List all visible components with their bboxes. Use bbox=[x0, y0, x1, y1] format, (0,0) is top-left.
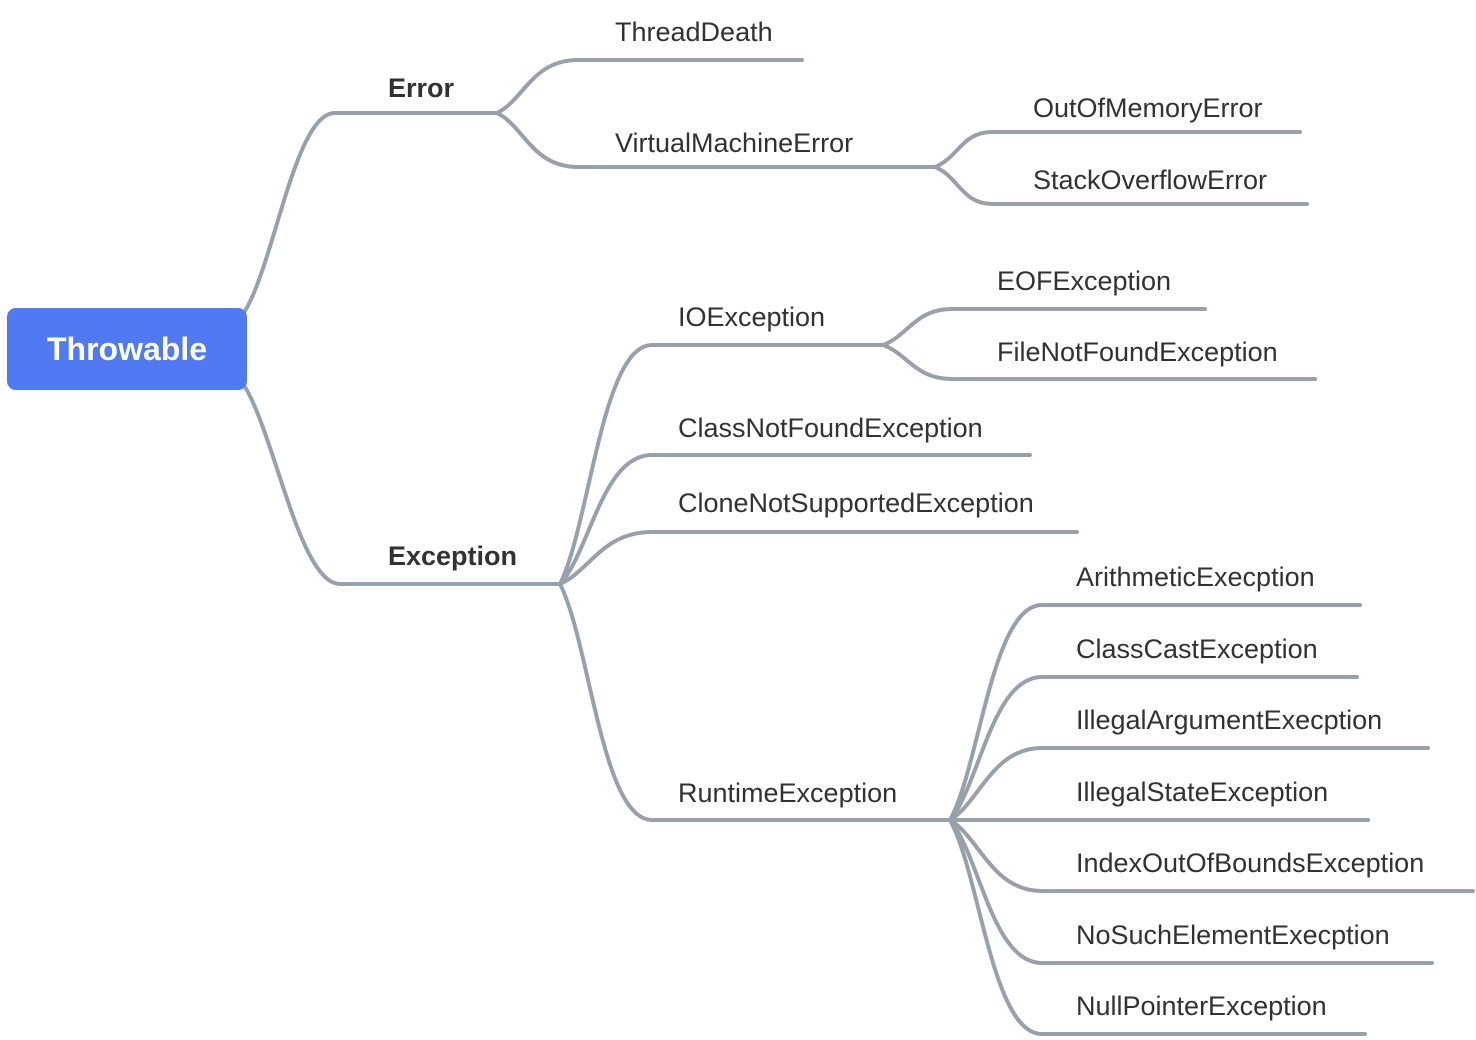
root-node-label: Throwable bbox=[46, 330, 207, 367]
root-node-throwable[interactable]: Throwable bbox=[7, 308, 247, 390]
connector-rt-nosuchelement bbox=[948, 818, 1434, 965]
connector-rt-indexoutofbounds bbox=[948, 818, 1475, 893]
node-error[interactable]: Error bbox=[388, 73, 455, 103]
connector-error-virtualmachineerror bbox=[495, 111, 937, 169]
node-classnotfoundexception[interactable]: ClassNotFoundException bbox=[678, 413, 983, 443]
connector-rt-illegalargument bbox=[948, 746, 1430, 822]
node-nullpointerexception[interactable]: NullPointerException bbox=[1076, 991, 1327, 1021]
connector-rt-arithmetic bbox=[948, 603, 1362, 822]
connector-exception-ioexception bbox=[558, 343, 885, 586]
connector-vme-stackoverflowerror bbox=[933, 165, 1309, 206]
node-illegalargumentexecption[interactable]: IllegalArgumentExecption bbox=[1076, 705, 1383, 735]
connector-rt-nullpointer bbox=[948, 818, 1367, 1036]
node-virtualmachineerror[interactable]: VirtualMachineError bbox=[615, 128, 854, 158]
connector-io-filenotfoundexception bbox=[881, 343, 1317, 381]
connector-io-eofexception bbox=[881, 307, 1207, 347]
node-runtimeexception[interactable]: RuntimeException bbox=[678, 778, 898, 808]
connector-root-error bbox=[243, 111, 499, 313]
node-indexoutofboundsexception[interactable]: IndexOutOfBoundsException bbox=[1076, 848, 1425, 878]
node-exception[interactable]: Exception bbox=[388, 541, 518, 571]
node-eofexception[interactable]: EOFException bbox=[997, 266, 1172, 296]
node-ioexception[interactable]: IOException bbox=[678, 302, 826, 332]
node-nosuchelementexecption[interactable]: NoSuchElementExecption bbox=[1076, 920, 1390, 950]
node-outofmemoryerror[interactable]: OutOfMemoryError bbox=[1033, 93, 1263, 123]
connector-exception-classnotfound bbox=[558, 453, 1032, 586]
node-classcastexception[interactable]: ClassCastException bbox=[1076, 634, 1318, 664]
connector-error-threaddeath bbox=[495, 58, 804, 115]
connector-rt-classcast bbox=[948, 675, 1359, 822]
node-illegalstateexception[interactable]: IllegalStateException bbox=[1076, 777, 1329, 807]
node-threaddeath[interactable]: ThreadDeath bbox=[615, 17, 773, 47]
node-filenotfoundexception[interactable]: FileNotFoundException bbox=[997, 337, 1278, 367]
connector-vme-outofmemoryerror bbox=[933, 130, 1302, 169]
connector-root-exception bbox=[243, 385, 562, 586]
node-arithmeticexecption[interactable]: ArithmeticExecption bbox=[1076, 562, 1315, 592]
connector-exception-runtimeexception bbox=[558, 582, 952, 822]
node-clonenotsupportedexception[interactable]: CloneNotSupportedException bbox=[678, 488, 1034, 518]
connector-exception-clonenotsupported bbox=[558, 530, 1079, 586]
node-stackoverflowerror[interactable]: StackOverflowError bbox=[1033, 165, 1268, 195]
